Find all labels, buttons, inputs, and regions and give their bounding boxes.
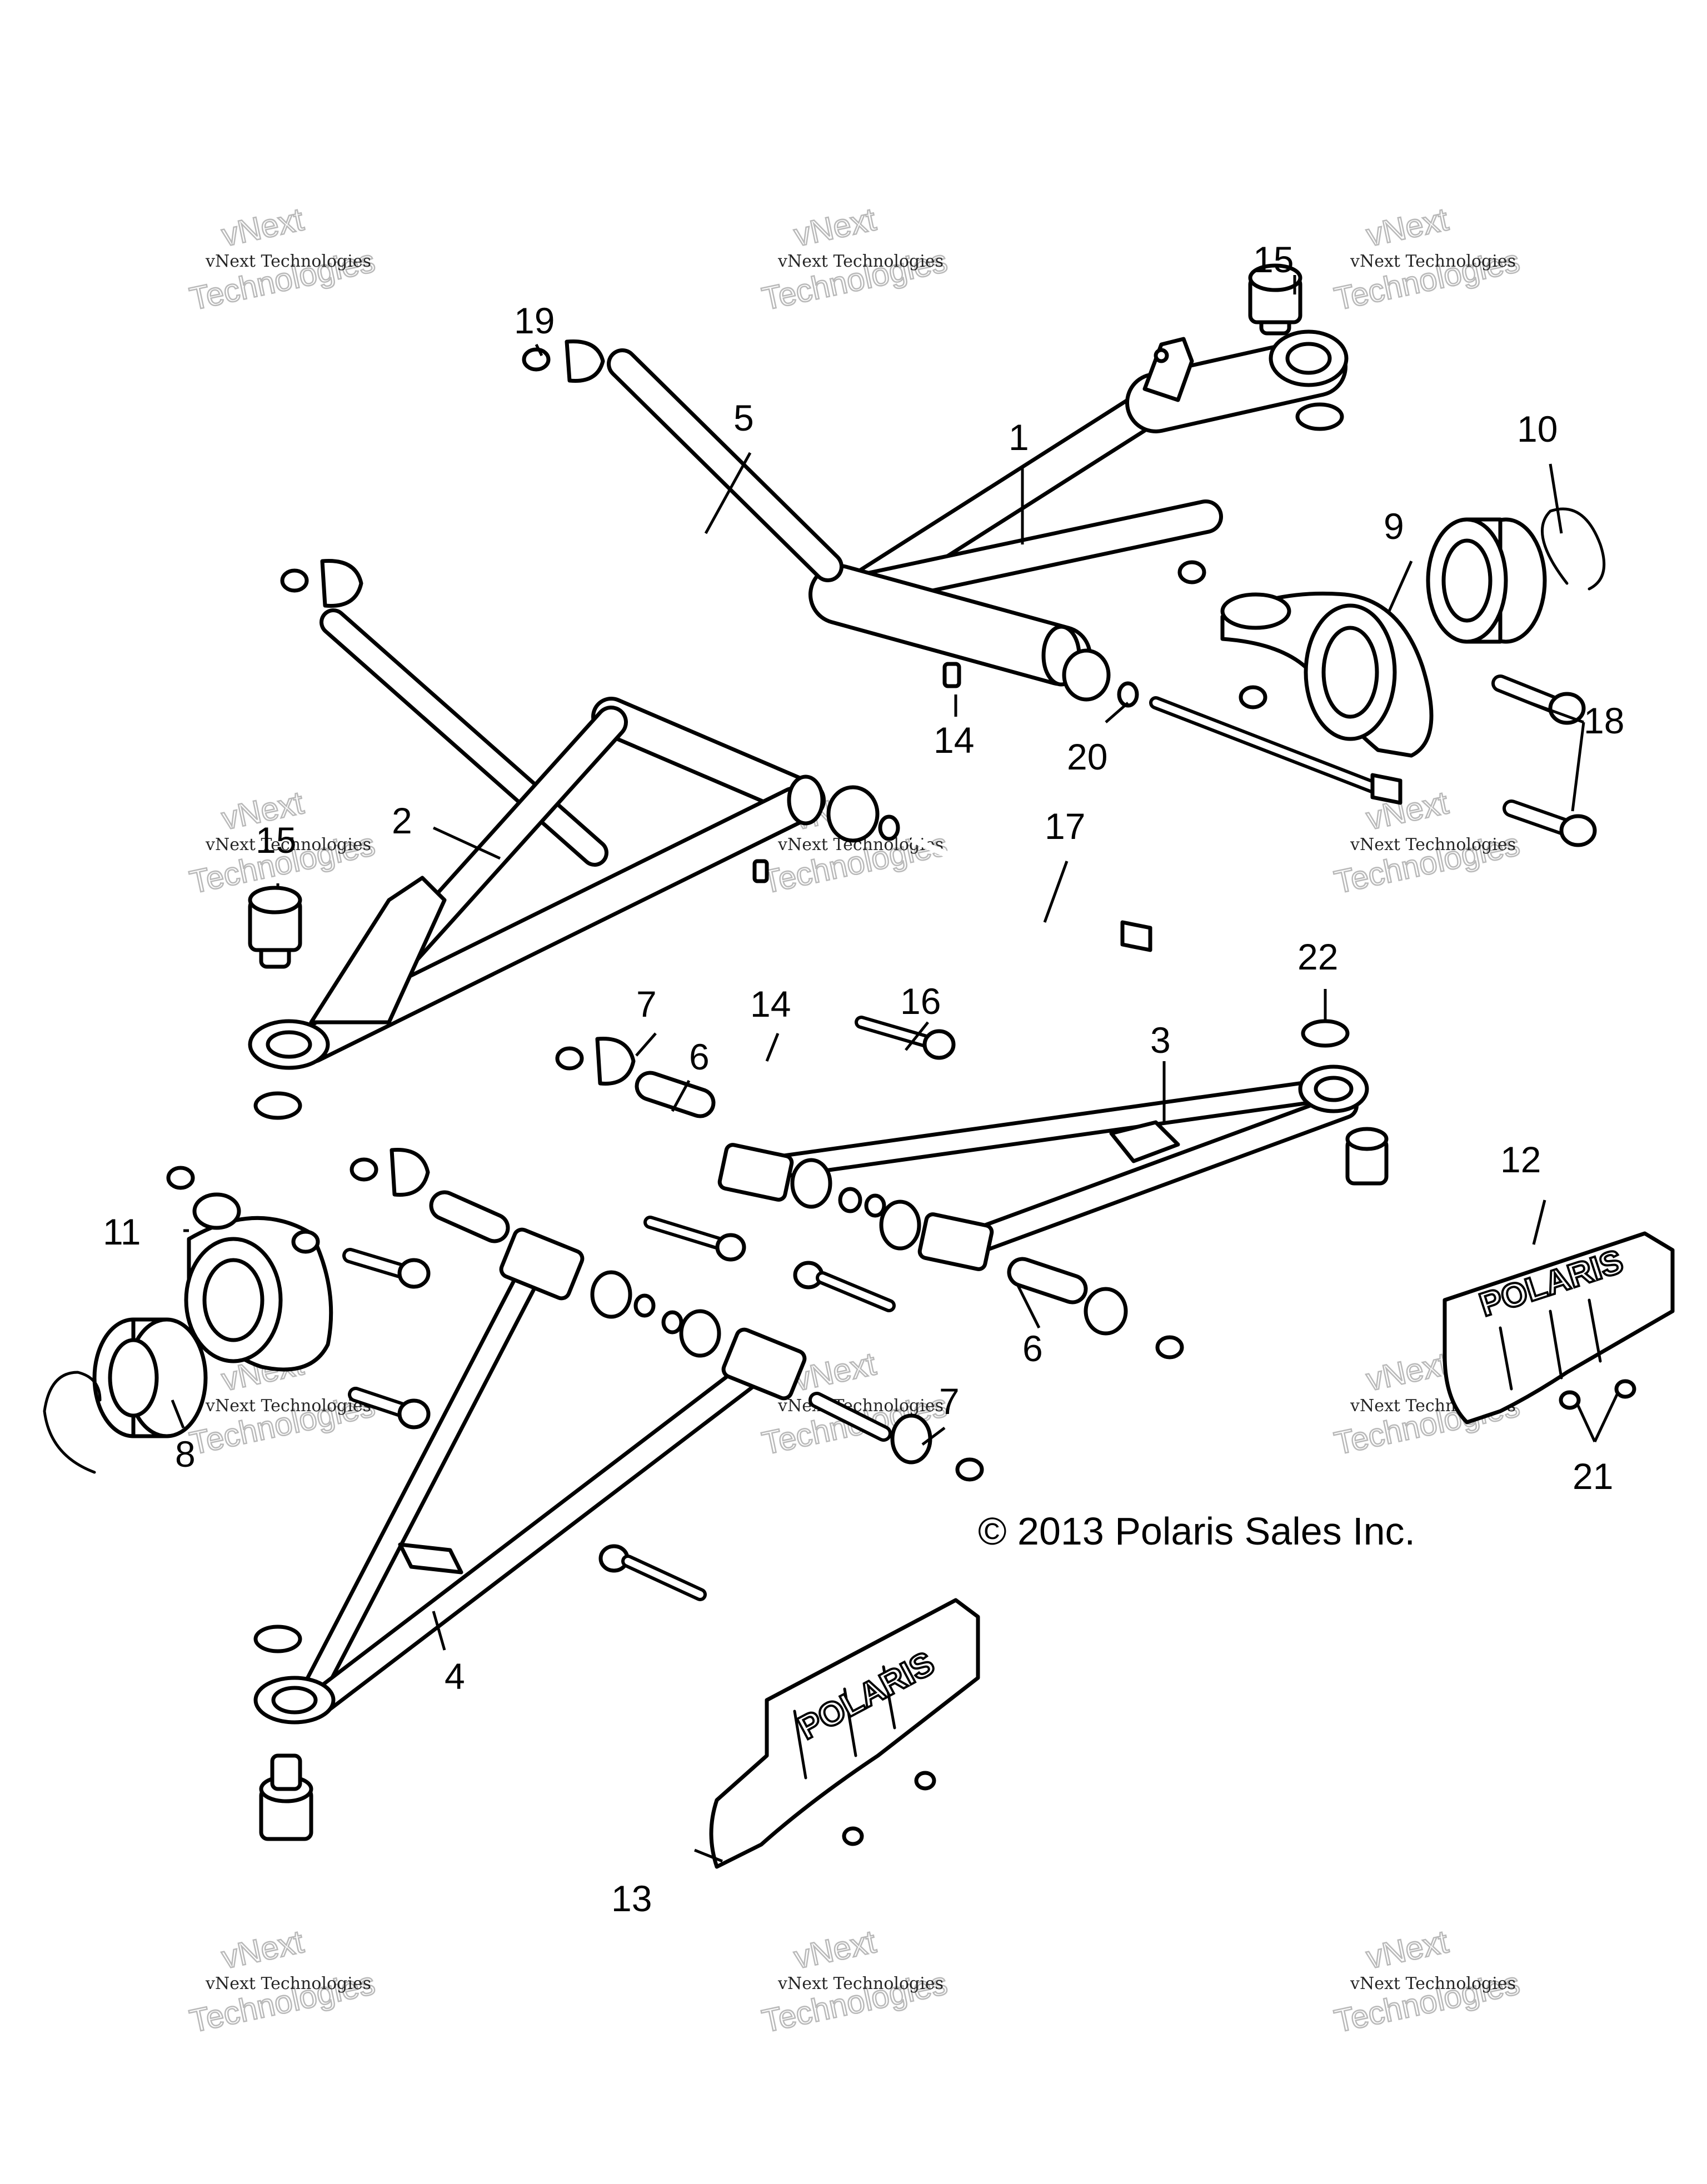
watermark-text: vNext Technologies — [1350, 835, 1516, 854]
grease-fitting-14-upper — [942, 662, 961, 688]
ring-clip-lower-left — [253, 1625, 302, 1653]
callout-20: 20 — [1067, 736, 1107, 777]
callout-18: 18 — [1584, 700, 1624, 741]
ball-joint-lower-left — [259, 1753, 313, 1841]
upper-a-arm-left — [248, 608, 826, 1070]
ring-clip-upper — [1295, 402, 1344, 431]
callout-21: 21 — [1573, 1456, 1613, 1497]
watermark-text: vNext Technologies — [205, 835, 371, 854]
callout-15b: 15 — [256, 819, 296, 861]
watermark-text: vNext Technologies — [1350, 1974, 1516, 1993]
watermark-vnext: vNext — [1363, 1923, 1451, 1976]
callout-5: 5 — [733, 397, 754, 438]
ball-joint-15-top — [1248, 263, 1302, 336]
watermark-vnext: vNext — [1363, 1346, 1451, 1398]
callout-7a: 7 — [636, 983, 657, 1024]
callout-19: 19 — [514, 300, 555, 341]
ball-joint-15-left — [248, 886, 302, 969]
bolt-mid-b — [793, 1261, 896, 1312]
watermark-vnext: vNext — [791, 201, 879, 253]
watermark-text: vNext Technologies — [205, 1974, 371, 1993]
bushing-2-left — [280, 559, 363, 608]
copyright-text: © 2013 Polaris Sales Inc. — [978, 1510, 1415, 1553]
watermark-vnext: vNext — [791, 1923, 879, 1976]
callout-12: 12 — [1500, 1139, 1541, 1180]
skid-plate-right: POLARIS — [1443, 1231, 1675, 1425]
callout-2: 2 — [392, 800, 412, 841]
snap-ring-10 — [1541, 507, 1606, 591]
bolts-18 — [1491, 674, 1597, 847]
snap-ring-left — [43, 1371, 102, 1474]
watermark-text: vNext Technologies — [777, 1974, 944, 1993]
sleeve-6-lower-right — [635, 1071, 716, 1118]
callout-16: 16 — [900, 981, 941, 1022]
bolt-16 — [855, 1016, 956, 1060]
watermark-vnext: vNext — [218, 201, 307, 253]
callout-10: 10 — [1517, 408, 1558, 449]
callout-1: 1 — [1009, 417, 1029, 458]
callout-11: 11 — [103, 1211, 141, 1252]
callout-14b: 14 — [750, 983, 791, 1024]
callout-17: 17 — [1045, 806, 1085, 847]
leader-lines — [171, 275, 1619, 1863]
watermark-text: vNext Technologies — [205, 252, 371, 271]
callout-13: 13 — [611, 1878, 652, 1919]
lower-a-arm-left — [253, 1227, 807, 1725]
callout-9: 9 — [1384, 506, 1404, 547]
ring-clip-22 — [1301, 1019, 1350, 1048]
callout-7b: 7 — [939, 1381, 960, 1422]
watermark-text: vNext Technologies — [205, 1396, 371, 1416]
bushing-7-lower-right — [555, 1037, 636, 1086]
watermark-vnext: vNext — [1363, 201, 1451, 253]
bolts-lower-left — [342, 1248, 707, 1601]
skid-plate-lower: POLARIS — [709, 1598, 980, 1869]
steering-knuckle-left — [166, 1166, 333, 1372]
watermark-text: vNext Technologies — [777, 1396, 944, 1416]
bushing-lower-left-set — [350, 1148, 510, 1243]
callout-22: 22 — [1297, 936, 1338, 977]
sleeve-6-lower-right-b — [1007, 1257, 1184, 1360]
upper-a-arm-right — [808, 329, 1349, 687]
bolt-mid-a — [643, 1216, 746, 1262]
callout-15a: 15 — [1253, 239, 1294, 280]
ring-clip-left — [253, 1091, 302, 1120]
callout-6b: 6 — [1022, 1328, 1043, 1369]
watermark-text: vNext Technologies — [1350, 252, 1516, 271]
watermark-text: vNext Technologies — [777, 252, 944, 271]
cap-19 — [522, 339, 605, 383]
callout-14a: 14 — [934, 719, 974, 761]
ball-joint-lower-right — [1345, 1127, 1389, 1186]
callout-3: 3 — [1150, 1019, 1171, 1061]
steering-knuckle-right — [1177, 560, 1434, 758]
grease-fitting-14-mid — [752, 859, 769, 883]
callout-6a: 6 — [689, 1036, 710, 1077]
pivot-tube-upper — [607, 348, 843, 582]
callout-8: 8 — [175, 1433, 196, 1475]
long-bolt-17 — [826, 785, 1152, 952]
long-bolt-20 — [1062, 648, 1402, 805]
lower-a-arm-right — [717, 1064, 1369, 1271]
callouts: 1 2 3 4 5 6 6 7 7 8 9 10 11 12 13 14 14 … — [103, 239, 1624, 1919]
callout-4: 4 — [445, 1656, 465, 1697]
watermark-vnext: vNext — [218, 1923, 307, 1976]
bearing-right — [1426, 517, 1547, 644]
bearing-left — [92, 1317, 208, 1438]
